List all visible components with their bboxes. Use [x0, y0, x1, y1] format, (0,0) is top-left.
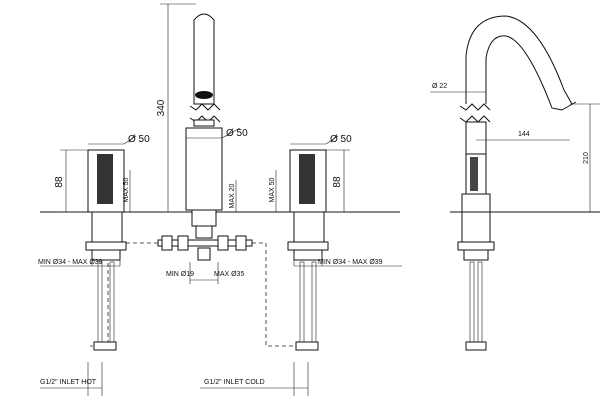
- right-handle-front-view: [287, 149, 329, 351]
- inlet-cold-label: G1/2" INLET COLD: [204, 379, 265, 386]
- right-handle-height-label: 88: [332, 176, 343, 188]
- left-max-deck-label: MAX 50: [123, 177, 130, 202]
- spout-side-view: [457, 15, 577, 351]
- left-handle-diameter-label: Ø 50: [128, 134, 150, 145]
- side-height-label: 210: [583, 152, 590, 164]
- spout-hole-max-label: MAX Ø35: [214, 271, 244, 278]
- side-reach-label: 144: [518, 131, 530, 138]
- spout-diameter-label: Ø 50: [226, 128, 248, 139]
- left-handle-front-view: [85, 149, 127, 351]
- spout-front-view: [90, 13, 300, 347]
- right-handle-diameter-label: Ø 50: [330, 134, 352, 145]
- inlet-hot-label: G1/2" INLET HOT: [40, 379, 97, 386]
- left-handle-height-label: 88: [54, 176, 65, 188]
- left-hole-range-label: MIN Ø34 - MAX Ø39: [38, 259, 103, 266]
- right-hole-range-label: MIN Ø34 - MAX Ø39: [318, 259, 383, 266]
- spout-max-deck-label: MAX 20: [229, 183, 236, 208]
- side-tube-diameter-label: Ø 22: [432, 83, 447, 90]
- right-max-deck-label: MAX 50: [269, 177, 276, 202]
- spout-height-label: 340: [156, 99, 167, 116]
- spout-hole-min-label: MIN Ø19: [166, 271, 194, 278]
